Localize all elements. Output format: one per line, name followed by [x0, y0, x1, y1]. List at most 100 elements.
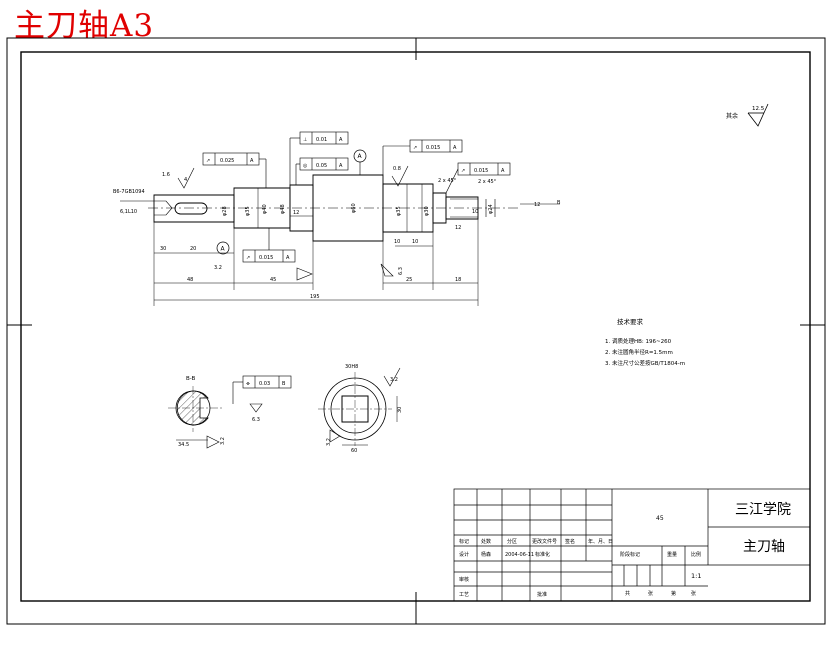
tech-req-item-3: 3. 未注尺寸公差按GB/T1804-m — [605, 359, 685, 367]
tech-req-item-2: 2. 未注圆角半径R=1.5mm — [605, 348, 673, 356]
svg-text:0.05: 0.05 — [316, 163, 327, 169]
svg-text:杨森: 杨森 — [481, 551, 491, 558]
svg-text:年、月、日: 年、月、日 — [588, 538, 613, 545]
technical-requirements: 技术要求 1. 调质处理HB: 196~260 2. 未注圆角半径R=1.5mm… — [605, 317, 685, 367]
svg-text:0.015: 0.015 — [426, 145, 440, 151]
svg-text:3.2: 3.2 — [214, 265, 222, 271]
dim-18: 18 — [455, 277, 461, 283]
svg-text:张: 张 — [691, 590, 696, 597]
svg-text:12: 12 — [293, 210, 299, 216]
fcf-perpendicularity: ⊥ 0.01 A — [289, 131, 349, 185]
fcf-runout-2: ↗ 0.015 A — [382, 139, 463, 175]
part-name: 主刀轴 — [743, 539, 785, 555]
svg-text:φ30: φ30 — [424, 206, 430, 216]
svg-text:A: A — [501, 168, 505, 174]
svg-text:A: A — [286, 255, 290, 261]
svg-text:6.3: 6.3 — [252, 417, 260, 423]
svg-text:φ28: φ28 — [222, 206, 228, 216]
svg-text:10: 10 — [472, 209, 478, 215]
main-view-labels: B6-7GB1094 6,1L10 48 45 25 18 195 30 12 … — [113, 177, 561, 300]
svg-text:↗: ↗ — [413, 145, 417, 151]
svg-text:更改文件号: 更改文件号 — [532, 538, 557, 545]
main-view-diameters: φ28 φ35 φ40 φ48 φ60 φ35 φ30 φ24 — [222, 203, 494, 216]
svg-text:3.2: 3.2 — [326, 438, 332, 446]
svg-text:阶段标记: 阶段标记 — [620, 551, 640, 558]
dim-48: 48 — [187, 277, 193, 283]
material: 45 — [656, 515, 664, 522]
dim-total: 195 — [310, 294, 320, 300]
svg-text:⊥: ⊥ — [303, 137, 307, 143]
svg-text:3.2: 3.2 — [220, 437, 226, 445]
svg-text:共: 共 — [625, 590, 630, 597]
svg-text:B: B — [557, 200, 561, 206]
tech-req-heading: 技术要求 — [617, 317, 644, 326]
svg-text:分区: 分区 — [507, 538, 517, 545]
dim-45: 45 — [270, 277, 276, 283]
fcf-runout-4: ↗ 0.015 A — [242, 228, 296, 263]
main-view-dimension-lines — [120, 200, 560, 306]
svg-text:◎: ◎ — [303, 163, 308, 169]
tech-req-item-1: 1. 调质处理HB: 196~260 — [605, 337, 672, 345]
svg-text:批准: 批准 — [537, 591, 547, 598]
svg-text:A: A — [250, 158, 254, 164]
svg-text:处数: 处数 — [481, 538, 491, 545]
fcf-runout-3: ↗ 0.015 A — [445, 162, 511, 194]
svg-text:12: 12 — [455, 225, 461, 231]
svg-text:30: 30 — [160, 246, 166, 252]
svg-text:A: A — [453, 145, 457, 151]
fcf-concentricity: ◎ 0.05 A — [295, 157, 349, 185]
main-view-roughness: 1.6 0.8 6.3 3.2 — [162, 165, 409, 281]
svg-text:4: 4 — [184, 177, 187, 183]
shaft-main-view — [148, 174, 520, 242]
svg-text:6.3: 6.3 — [398, 267, 404, 275]
svg-text:φ40: φ40 — [262, 204, 268, 214]
scale: 1:1 — [691, 572, 701, 580]
fcf-runout-1: ↗ 0.025 A — [202, 152, 267, 188]
datum-a-symbol-2: A — [216, 241, 230, 255]
svg-text:3.2: 3.2 — [390, 377, 398, 383]
keyway-note-2: 6,1L10 — [120, 209, 137, 215]
svg-text:↗: ↗ — [461, 168, 465, 174]
end-view: 30H8 3.2 3.2 30 60 — [318, 364, 403, 454]
svg-text:φ48: φ48 — [280, 204, 286, 214]
svg-text:A: A — [221, 246, 226, 253]
dim-25: 25 — [406, 277, 412, 283]
svg-text:设计: 设计 — [459, 551, 469, 558]
svg-text:1.6: 1.6 — [162, 172, 170, 178]
svg-text:10: 10 — [394, 239, 400, 245]
chamfer-note: 2 x 45° — [438, 178, 457, 184]
svg-text:比例: 比例 — [691, 551, 701, 558]
svg-text:A: A — [339, 163, 343, 169]
svg-text:0.025: 0.025 — [220, 158, 234, 164]
school-name: 三江学院 — [735, 502, 791, 518]
svg-text:0.01: 0.01 — [316, 137, 327, 143]
svg-text:12.5: 12.5 — [752, 106, 765, 112]
svg-text:2004-06-11: 2004-06-11 — [505, 552, 534, 558]
svg-text:0.03: 0.03 — [259, 381, 270, 387]
svg-text:张: 张 — [648, 590, 653, 597]
svg-text:A: A — [358, 153, 363, 160]
svg-text:0.015: 0.015 — [474, 168, 488, 174]
roughness-other: 其余 12.5 — [726, 103, 769, 127]
svg-text:第: 第 — [671, 590, 676, 597]
svg-text:↗: ↗ — [206, 158, 210, 164]
svg-text:10: 10 — [412, 239, 418, 245]
title-block-text: 标记 处数 分区 更改文件号 签名 年、月、日 设计 杨森 2004-06-11… — [459, 502, 791, 598]
svg-text:φ24: φ24 — [488, 204, 494, 214]
keyway-note: B6-7GB1094 — [113, 189, 145, 195]
svg-text:标记: 标记 — [459, 538, 469, 545]
svg-text:2 x 45°: 2 x 45° — [478, 179, 497, 185]
svg-text:φ35: φ35 — [396, 206, 402, 216]
svg-text:签名: 签名 — [565, 538, 575, 545]
svg-text:30: 30 — [397, 407, 403, 413]
svg-text:标准化: 标准化 — [535, 551, 550, 558]
svg-text:工艺: 工艺 — [459, 592, 469, 598]
svg-text:B: B — [282, 381, 286, 387]
svg-text:审核: 审核 — [459, 576, 469, 583]
section-label: B-B — [186, 376, 196, 382]
svg-text:重量: 重量 — [667, 551, 677, 558]
svg-text:φ35: φ35 — [245, 206, 251, 216]
svg-text:12: 12 — [534, 202, 540, 208]
svg-text:60: 60 — [351, 448, 357, 454]
